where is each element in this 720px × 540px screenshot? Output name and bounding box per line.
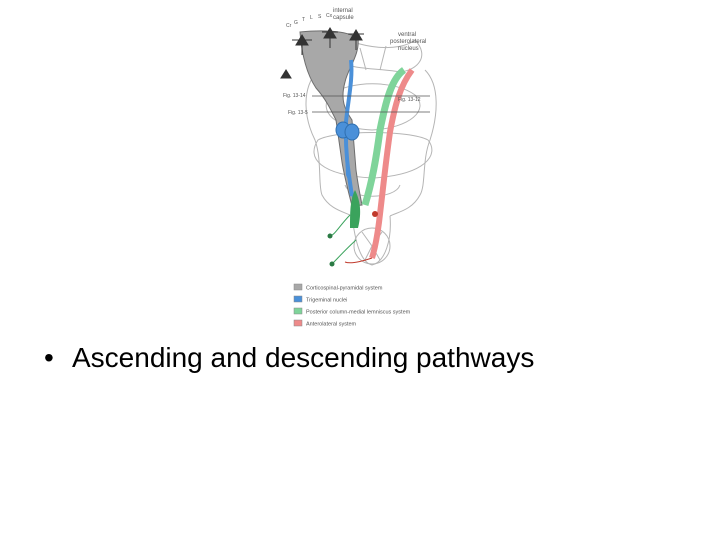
figure-reference-lines	[312, 95, 430, 113]
posterior-column-tract	[327, 67, 407, 267]
legend-label: Trigeminal nuclei	[306, 298, 347, 304]
internal-capsule-label-1: internal	[333, 8, 353, 14]
bullet-item: • Ascending and descending pathways	[44, 342, 534, 374]
legend-swatch	[293, 295, 303, 303]
body-map-label-2: G	[294, 20, 298, 26]
figure-labels: internal capsule ventral posterolateral …	[283, 8, 426, 116]
fig-ref-label-2: Fig. 13-12	[398, 97, 421, 103]
legend-label: Anterolateral system	[306, 322, 357, 328]
legend: Corticospinal-pyramidal systemTrigeminal…	[293, 283, 411, 328]
fig-ref-label-1: Fig. 13-14	[283, 93, 306, 99]
legend-swatch	[293, 307, 303, 315]
legend-label: Posterior column-medial lemniscus system	[306, 310, 411, 316]
vpl-label-1: ventral	[398, 32, 416, 38]
corticospinal-tract	[299, 30, 363, 207]
legend-label: Corticospinal-pyramidal system	[306, 286, 383, 292]
body-map-label-1: Cr	[286, 23, 292, 29]
legend-swatch	[293, 283, 303, 291]
trigeminal-tract	[335, 59, 360, 198]
bullet-symbol: •	[44, 342, 54, 373]
body-map-label-5: S	[318, 14, 322, 20]
bullet-text: Ascending and descending pathways	[72, 342, 535, 373]
legend-swatch	[293, 319, 303, 327]
cortical-neurons	[280, 27, 364, 79]
anterolateral-tract	[344, 68, 415, 264]
body-map-label-3: T	[302, 17, 305, 23]
body-map-label-6: Cx	[326, 13, 333, 19]
vpl-label-2: posterolateral	[390, 39, 426, 45]
brainstem-outline	[305, 31, 437, 266]
fig-ref-label-3: Fig. 13-5	[288, 110, 308, 116]
internal-capsule-label-2: capsule	[333, 15, 354, 21]
body-map-label-4: L	[310, 15, 313, 21]
vpl-label-3: nucleus	[398, 46, 419, 52]
